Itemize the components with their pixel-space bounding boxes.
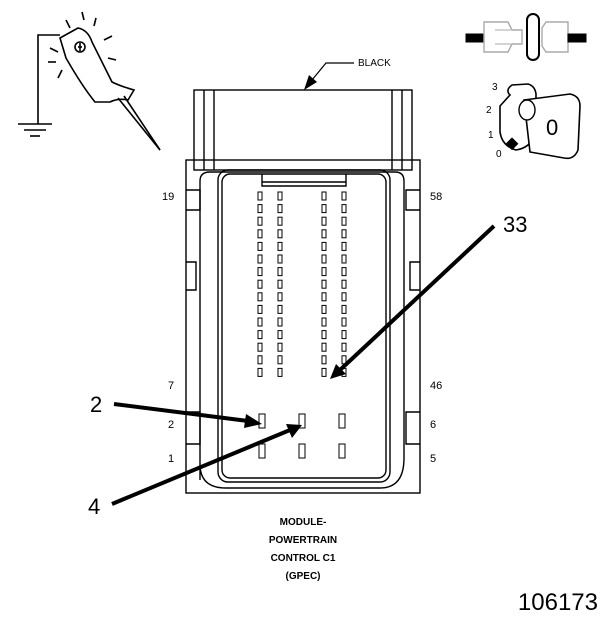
connector-title-line-1: MODULE- — [280, 517, 327, 528]
pin-cavity — [257, 367, 263, 377]
pin-cavity — [341, 204, 347, 214]
pin-cavity — [298, 413, 306, 429]
pin-cavity — [321, 204, 327, 214]
pin-label-19: 19 — [162, 191, 174, 203]
pin-cavity — [257, 342, 263, 352]
pin-cavity — [341, 330, 347, 340]
pin-cavity — [341, 342, 347, 352]
pin-cavity — [277, 342, 283, 352]
pin-cavity — [321, 330, 327, 340]
pin-cavity — [257, 229, 263, 239]
pin-cavity — [257, 241, 263, 251]
pin-cavity — [277, 292, 283, 302]
pin-cavity — [341, 241, 347, 251]
pin-cavity — [257, 355, 263, 365]
pin-cavity — [277, 191, 283, 201]
pin-cavity — [341, 292, 347, 302]
pin-cavity — [341, 267, 347, 277]
pin-cavity — [341, 254, 347, 264]
pin-cavity — [341, 279, 347, 289]
pin-cavity — [298, 443, 306, 459]
pin-cavity — [257, 330, 263, 340]
pin-cavity — [338, 443, 346, 459]
pin-cavity — [338, 413, 346, 429]
pin-cavity — [341, 304, 347, 314]
pin-label-2: 2 — [168, 419, 174, 431]
pin-cavity — [277, 279, 283, 289]
ignition-position-3: 3 — [492, 82, 498, 93]
ignition-key-position-label: 0 — [546, 115, 558, 140]
pin-cavity — [321, 216, 327, 226]
pin-cavity — [277, 317, 283, 327]
connector-title-line-3: CONTROL C1 — [271, 553, 336, 564]
pin-cavity — [257, 267, 263, 277]
ignition-key-icon: 0 3 2 1 0 — [486, 82, 581, 160]
pin-cavity — [321, 304, 327, 314]
callout-4: 4 — [88, 494, 100, 519]
pin-cavity — [257, 292, 263, 302]
pin-cavity — [277, 229, 283, 239]
connector-title-line-2: POWERTRAIN — [269, 535, 337, 546]
pin-label-6: 6 — [430, 419, 436, 431]
pin-cavity-grid — [257, 191, 347, 459]
disconnect-icon — [465, 13, 587, 61]
pin-cavity — [277, 304, 283, 314]
pin-cavity — [341, 191, 347, 201]
pin-label-1: 1 — [168, 453, 174, 465]
ignition-position-1: 1 — [488, 130, 494, 141]
pin-label-7: 7 — [168, 380, 174, 392]
pin-cavity — [321, 317, 327, 327]
pin-cavity — [321, 355, 327, 365]
pin-cavity — [258, 413, 266, 429]
pin-cavity — [257, 317, 263, 327]
pin-cavity — [321, 342, 327, 352]
pin-cavity — [321, 292, 327, 302]
ignition-position-2: 2 — [486, 105, 492, 116]
pin-cavity — [341, 229, 347, 239]
callout-33: 33 — [503, 212, 527, 237]
pin-cavity — [257, 304, 263, 314]
pin-cavity — [321, 241, 327, 251]
pin-cavity — [257, 191, 263, 201]
pin-cavity — [321, 254, 327, 264]
figure-id: 106173 — [518, 589, 598, 616]
pin-cavity — [341, 216, 347, 226]
pin-cavity — [257, 216, 263, 226]
ignition-position-0: 0 — [496, 149, 502, 160]
pin-cavity — [321, 229, 327, 239]
pin-label-46: 46 — [430, 380, 442, 392]
pin-cavity — [277, 216, 283, 226]
pin-cavity — [257, 279, 263, 289]
test-light-icon — [18, 11, 161, 151]
pin-cavity — [341, 317, 347, 327]
pin-cavity — [277, 204, 283, 214]
connector-title-line-4: (GPEC) — [286, 571, 321, 582]
connector-color-label: BLACK — [358, 58, 391, 69]
pin-cavity — [277, 254, 283, 264]
connector-body — [185, 89, 421, 494]
pin-cavity — [277, 241, 283, 251]
pin-cavity — [321, 191, 327, 201]
pin-label-58: 58 — [430, 191, 442, 203]
callout-arrows — [111, 224, 496, 506]
pin-cavity — [257, 204, 263, 214]
pin-cavity — [321, 279, 327, 289]
pin-cavity — [277, 267, 283, 277]
callout-2: 2 — [90, 392, 102, 417]
pin-cavity — [257, 254, 263, 264]
pin-label-5: 5 — [430, 453, 436, 465]
pin-cavity — [277, 330, 283, 340]
pin-cavity — [258, 443, 266, 459]
color-callout: BLACK — [304, 58, 391, 90]
pin-cavity — [321, 367, 327, 377]
pin-cavity — [321, 267, 327, 277]
pin-cavity — [277, 355, 283, 365]
pin-cavity — [277, 367, 283, 377]
